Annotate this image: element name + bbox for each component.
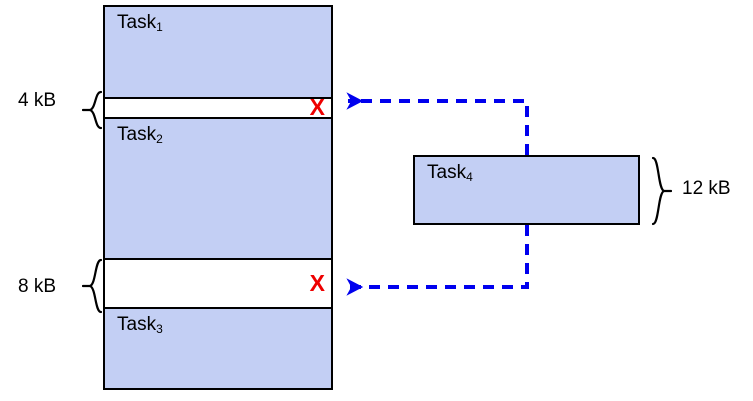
brace-8kb [82, 258, 103, 314]
task4-label: Task4 [427, 162, 473, 184]
arrow-to-gap1 [346, 92, 529, 155]
brace-4kb [82, 90, 103, 130]
memory-block-task3: Task3 [105, 307, 331, 388]
size-label-12kb: 12 kB [682, 178, 731, 199]
task1-label: Task1 [117, 12, 163, 34]
reject-x-icon-gap2: X [309, 270, 325, 296]
memory-gap-8kb: X [105, 260, 331, 307]
task2-label: Task2 [117, 124, 163, 146]
incoming-task-box: Task4 [413, 155, 640, 225]
arrow-to-gap2 [346, 225, 529, 296]
size-label-8kb: 8 kB [18, 276, 57, 297]
memory-column: Task1 X Task2 X Task3 [103, 5, 333, 390]
memory-block-task1: Task1 [105, 7, 331, 99]
size-label-4kb: 4 kB [18, 90, 57, 111]
task3-label: Task3 [117, 314, 163, 336]
memory-block-task2: Task2 [105, 117, 331, 260]
memory-gap-4kb: X [105, 94, 331, 120]
brace-12kb [651, 156, 672, 226]
reject-x-icon-gap1: X [309, 94, 325, 120]
